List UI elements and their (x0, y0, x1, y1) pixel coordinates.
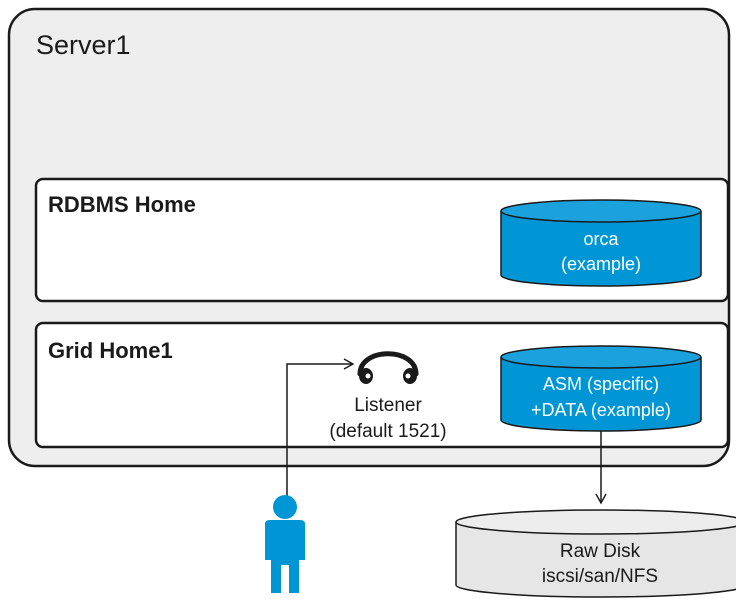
grid-home-box: Grid Home1 ASM (specific) +DATA (example… (34, 321, 730, 449)
orca-db-label: orca (583, 229, 619, 249)
rdbms-home-title: RDBMS Home (48, 192, 196, 217)
user-to-listener-arrow (286, 358, 355, 497)
orca-database-cylinder: orca (example) (500, 199, 702, 287)
raw-disk-label: Raw Disk (560, 541, 641, 562)
rdbms-home-box: RDBMS Home orca (example) (34, 177, 730, 303)
grid-home-title: Grid Home1 (48, 338, 173, 363)
listener-port-label: (default 1521) (329, 421, 446, 442)
asm-db-label: ASM (specific) (543, 374, 659, 394)
asm-database-cylinder: ASM (specific) +DATA (example) (500, 345, 702, 432)
raw-disk-sublabel: iscsi/san/NFS (542, 566, 658, 587)
server-title: Server1 (36, 30, 131, 60)
listener-label: Listener (354, 395, 422, 416)
raw-disk-cylinder: Raw Disk iscsi/san/NFS (455, 509, 736, 598)
orca-db-sublabel: (example) (561, 254, 641, 274)
headset-icon (357, 351, 419, 384)
asm-db-sublabel: +DATA (example) (531, 400, 671, 420)
person-icon (265, 495, 305, 593)
